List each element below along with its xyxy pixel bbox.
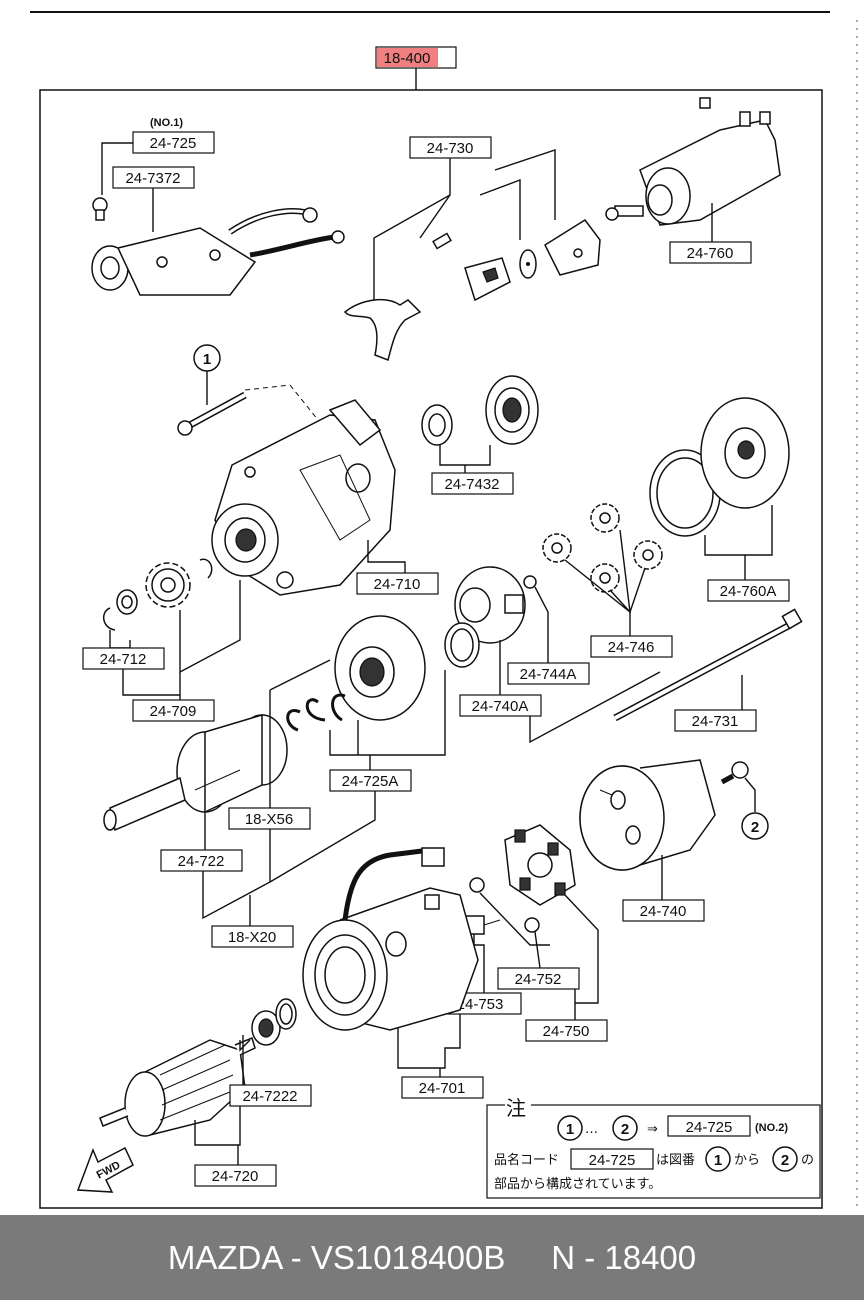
note-line2-prefix: 品名コード bbox=[494, 1152, 559, 1168]
part-label-24-7222[interactable]: 24-7222 bbox=[229, 1084, 312, 1107]
screw-icon bbox=[720, 761, 749, 785]
note-line2-mid: は図番 bbox=[656, 1153, 695, 1168]
svg-text:2: 2 bbox=[781, 1152, 789, 1169]
note-circle-1: 1 bbox=[566, 1121, 574, 1138]
rear-cover-icon bbox=[579, 759, 716, 871]
note-arrow: ⇒ bbox=[647, 1122, 658, 1137]
pinion-shaft-icon bbox=[103, 713, 288, 832]
part-label-24-744A[interactable]: 24-744A bbox=[507, 662, 590, 685]
fwd-arrow-icon: FWD bbox=[76, 1146, 134, 1193]
svg-text:24-760: 24-760 bbox=[687, 245, 734, 262]
seal-ring-icon bbox=[649, 397, 790, 537]
part-label-24-750[interactable]: 24-750 bbox=[525, 1019, 608, 1042]
part-label-24-710[interactable]: 24-710 bbox=[356, 572, 439, 595]
part-label-24-740A[interactable]: 24-740A bbox=[459, 694, 542, 717]
svg-text:24-730: 24-730 bbox=[427, 140, 474, 157]
svg-text:24-740: 24-740 bbox=[640, 903, 687, 920]
solenoid-switch-icon bbox=[605, 97, 781, 226]
steel-ball-icon bbox=[523, 575, 537, 589]
svg-text:1: 1 bbox=[203, 351, 211, 368]
footer-part-number: MAZDA - VS1018400B N - 18400 bbox=[167, 1238, 697, 1276]
circle-ref-1: 1 bbox=[193, 344, 221, 372]
planetary-gear-icon bbox=[542, 503, 663, 593]
part-label-24-730[interactable]: 24-730 bbox=[409, 136, 492, 159]
part-label-24-7432[interactable]: 24-7432 bbox=[431, 472, 514, 495]
svg-text:2: 2 bbox=[751, 819, 759, 836]
part-label-24-709[interactable]: 24-709 bbox=[132, 699, 215, 722]
note-box: 注 1 … 2 ⇒ 24-725 (NO.2) 品名コード 24-725 は図番… bbox=[486, 1096, 821, 1199]
footer-bar: MAZDA - VS1018400B N - 18400 bbox=[0, 1215, 864, 1300]
part-label-24-760[interactable]: 24-760 bbox=[669, 241, 752, 264]
part-label-24-725A[interactable]: 24-725A bbox=[329, 769, 412, 792]
through-bolt-icon bbox=[177, 391, 247, 436]
svg-text:18-400: 18-400 bbox=[384, 50, 431, 67]
part-label-24-712[interactable]: 24-712 bbox=[82, 647, 165, 670]
note-circle-2: 2 bbox=[621, 1121, 629, 1138]
svg-text:18-X56: 18-X56 bbox=[245, 811, 293, 828]
svg-text:24-752: 24-752 bbox=[515, 971, 562, 988]
part-label-24-701[interactable]: 24-701 bbox=[401, 1076, 484, 1099]
part-label-24-731[interactable]: 24-731 bbox=[674, 709, 757, 732]
shift-lever-icon bbox=[343, 218, 601, 361]
svg-text:24-7222: 24-7222 bbox=[242, 1088, 297, 1105]
yoke-icon bbox=[302, 847, 479, 1031]
part-label-24-752[interactable]: 24-752 bbox=[497, 967, 580, 990]
note-line2-code: 24-725 bbox=[589, 1152, 636, 1169]
part-label-24-7372[interactable]: 24-7372 bbox=[112, 166, 195, 189]
note-target-code: 24-725 bbox=[686, 1119, 733, 1136]
svg-text:24-701: 24-701 bbox=[419, 1080, 466, 1097]
circle-ref-2: 2 bbox=[741, 812, 769, 840]
svg-text:24-720: 24-720 bbox=[212, 1168, 259, 1185]
part-label-24-760A[interactable]: 24-760A bbox=[707, 579, 790, 602]
svg-text:24-753: 24-753 bbox=[457, 996, 504, 1013]
svg-text:24-712: 24-712 bbox=[100, 651, 147, 668]
retainer-clip-icon bbox=[103, 558, 213, 631]
svg-text:24-7432: 24-7432 bbox=[444, 476, 499, 493]
part-label-24-720[interactable]: 24-720 bbox=[194, 1164, 277, 1187]
assembly-code-label[interactable]: 18-400 bbox=[375, 46, 457, 69]
variant-note-1: (NO.1) bbox=[150, 117, 183, 129]
variant-note-2: (NO.2) bbox=[755, 1122, 788, 1134]
note-line2-suffix: の bbox=[801, 1153, 814, 1168]
svg-text:24-744A: 24-744A bbox=[520, 666, 577, 683]
svg-text:24-725A: 24-725A bbox=[342, 773, 399, 790]
note-range-sep: … bbox=[585, 1122, 598, 1137]
svg-text:24-710: 24-710 bbox=[374, 576, 421, 593]
svg-text:18-X20: 18-X20 bbox=[228, 929, 276, 946]
svg-text:24-709: 24-709 bbox=[150, 703, 197, 720]
part-label-24-746[interactable]: 24-746 bbox=[590, 635, 673, 658]
parts-diagram: 18-400 (NO.1) 24-725 24-7372 24-730 bbox=[30, 11, 858, 1210]
part-label-24-725[interactable]: 24-725 bbox=[132, 131, 215, 154]
svg-text:24-746: 24-746 bbox=[608, 639, 655, 656]
long-bolt-icon bbox=[613, 608, 803, 722]
note-title: 注 bbox=[506, 1096, 526, 1120]
planet-carrier-icon bbox=[454, 566, 526, 644]
part-label-24-722[interactable]: 24-722 bbox=[160, 849, 243, 872]
svg-text:24-740A: 24-740A bbox=[472, 698, 529, 715]
svg-text:24-750: 24-750 bbox=[543, 1023, 590, 1040]
part-label-18-X56[interactable]: 18-X56 bbox=[228, 807, 311, 830]
part-label-24-740[interactable]: 24-740 bbox=[622, 899, 705, 922]
pinion-gear-icon bbox=[145, 562, 191, 608]
front-housing-icon bbox=[211, 399, 396, 596]
svg-text:24-725: 24-725 bbox=[150, 135, 197, 152]
note-line3: 部品から構成されています。 bbox=[494, 1177, 661, 1192]
part-label-18-X20[interactable]: 18-X20 bbox=[211, 925, 294, 948]
terminal-housing-icon bbox=[91, 207, 345, 296]
svg-text:24-731: 24-731 bbox=[692, 713, 739, 730]
internal-gear-icon bbox=[286, 615, 480, 732]
armature-icon bbox=[99, 1036, 256, 1137]
svg-text:24-760A: 24-760A bbox=[720, 583, 777, 600]
brush-holder-icon bbox=[469, 824, 576, 933]
bearing-icon bbox=[421, 375, 539, 446]
svg-text:24-722: 24-722 bbox=[178, 853, 225, 870]
bearing-washer-icon bbox=[251, 998, 297, 1046]
svg-text:1: 1 bbox=[714, 1152, 722, 1169]
svg-text:24-7372: 24-7372 bbox=[125, 170, 180, 187]
note-line2-from: から bbox=[734, 1153, 760, 1168]
terminal-bolt-icon bbox=[92, 197, 108, 221]
